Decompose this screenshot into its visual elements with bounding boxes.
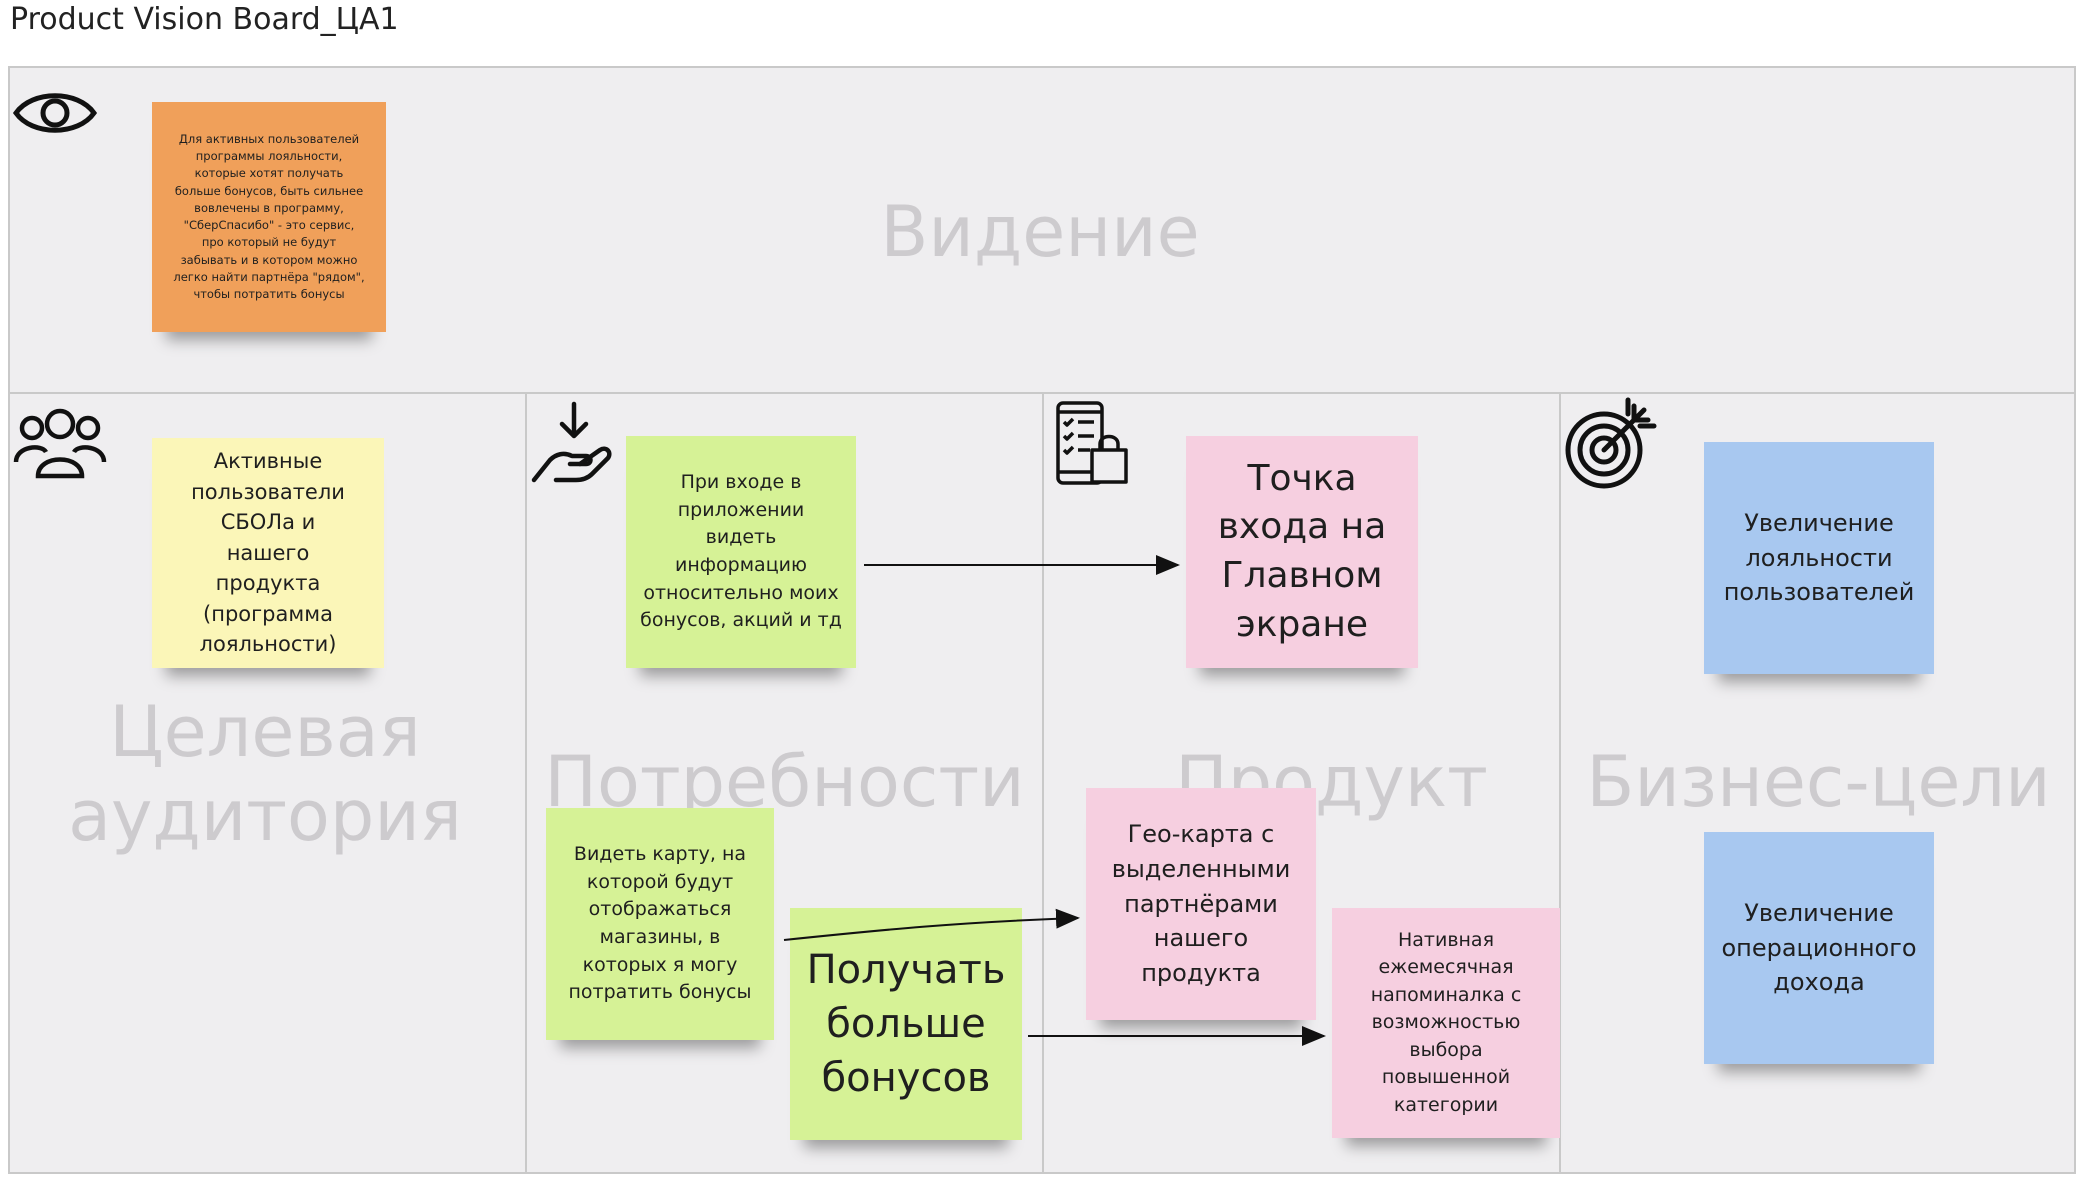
- column-divider: [525, 393, 527, 1174]
- section-title-vision: Видение: [880, 191, 1200, 273]
- sticky-note-text: Увеличение лояльности пользователей: [1723, 508, 1915, 607]
- sticky-note-product-entry[interactable]: Точка входа на Главном экране: [1186, 436, 1418, 668]
- sticky-note-product-geomap[interactable]: Гео-карта с выделенными партнёрами нашег…: [1086, 788, 1316, 1020]
- sticky-note-text: При входе в приложении видеть информацию…: [640, 471, 842, 632]
- target-icon: [1562, 396, 1658, 497]
- sticky-note-text: Для активных пользователей программы лоя…: [173, 131, 365, 301]
- section-title-audience: Целевая аудитория: [68, 691, 462, 857]
- sticky-note-text: Видеть карту, на которой будут отображат…: [568, 843, 752, 1004]
- connector-need-map-to-geomap[interactable]: [783, 908, 1080, 941]
- sticky-note-need-map[interactable]: Видеть карту, на которой будут отображат…: [546, 808, 774, 1040]
- sticky-note-text: Гео-карта с выделенными партнёрами нашег…: [1111, 820, 1291, 988]
- column-divider: [1559, 393, 1561, 1174]
- section-title-goals: Бизнес-цели: [1586, 741, 2051, 823]
- sticky-note-vision[interactable]: Для активных пользователей программы лоя…: [152, 102, 386, 332]
- sticky-note-text: Точка входа на Главном экране: [1217, 457, 1387, 645]
- sticky-note-goal-income[interactable]: Увеличение операционного дохода: [1704, 832, 1934, 1064]
- eye-icon: [12, 82, 98, 149]
- sticky-note-audience[interactable]: Активные пользователи СБОЛа и нашего про…: [152, 438, 384, 668]
- sticky-note-text: Активные пользователи СБОЛа и нашего про…: [191, 449, 345, 657]
- phone-shopping-icon: [1054, 400, 1130, 491]
- sticky-note-text: Нативная ежемесячная напоминалка с возмо…: [1370, 928, 1522, 1116]
- column-divider: [1042, 393, 1044, 1174]
- hand-receive-icon: [530, 400, 616, 491]
- sticky-note-goal-loyalty[interactable]: Увеличение лояльности пользователей: [1704, 442, 1934, 674]
- sticky-note-text: Получать больше бонусов: [806, 947, 1006, 1101]
- users-icon: [12, 402, 108, 487]
- sticky-note-need-bonus[interactable]: Получать больше бонусов: [790, 908, 1022, 1140]
- sticky-note-text: Увеличение операционного дохода: [1721, 898, 1917, 997]
- sticky-note-need-info[interactable]: При входе в приложении видеть информацию…: [626, 436, 856, 668]
- page-title: Product Vision Board_ЦА1: [10, 2, 399, 37]
- sticky-note-product-reminder[interactable]: Нативная ежемесячная напоминалка с возмо…: [1332, 908, 1560, 1138]
